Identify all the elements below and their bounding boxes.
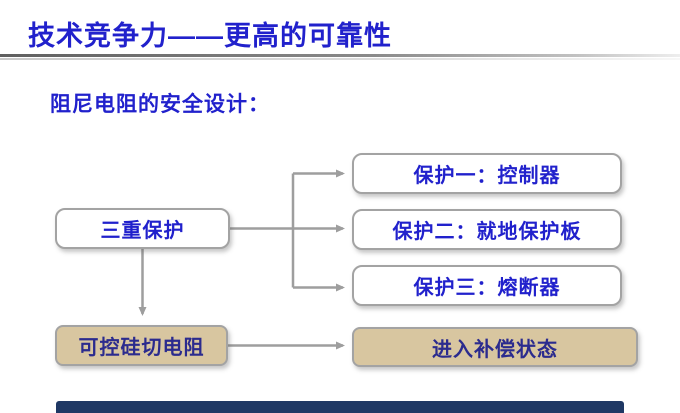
flow-node-label: 进入补偿状态 [432,338,558,361]
title-underline-shadow [0,58,680,60]
flow-node-triple-protection: 三重保护 [55,208,230,249]
flow-node-label: 保护一：控制器 [413,165,561,187]
flow-node-label: 保护三：熔断器 [413,277,561,299]
title-underline [0,54,680,57]
slide-title: 技术竞争力——更高的可靠性 [28,21,392,51]
slide-subtitle: 阻尼电阻的安全设计： [50,93,270,116]
flow-node-protection-1: 保护一：控制器 [352,153,622,194]
flow-node-label: 三重保护 [100,220,185,242]
flow-node-scr-cut-resistor: 可控硅切电阻 [55,325,228,366]
slide-footer-bar [56,401,624,413]
flow-node-label: 保护二：就地保护板 [392,221,582,243]
flow-node-compensation-state: 进入补偿状态 [352,327,638,367]
flow-node-label: 可控硅切电阻 [78,337,205,359]
flow-node-protection-3: 保护三：熔断器 [352,265,622,306]
flow-node-protection-2: 保护二：就地保护板 [352,209,622,250]
